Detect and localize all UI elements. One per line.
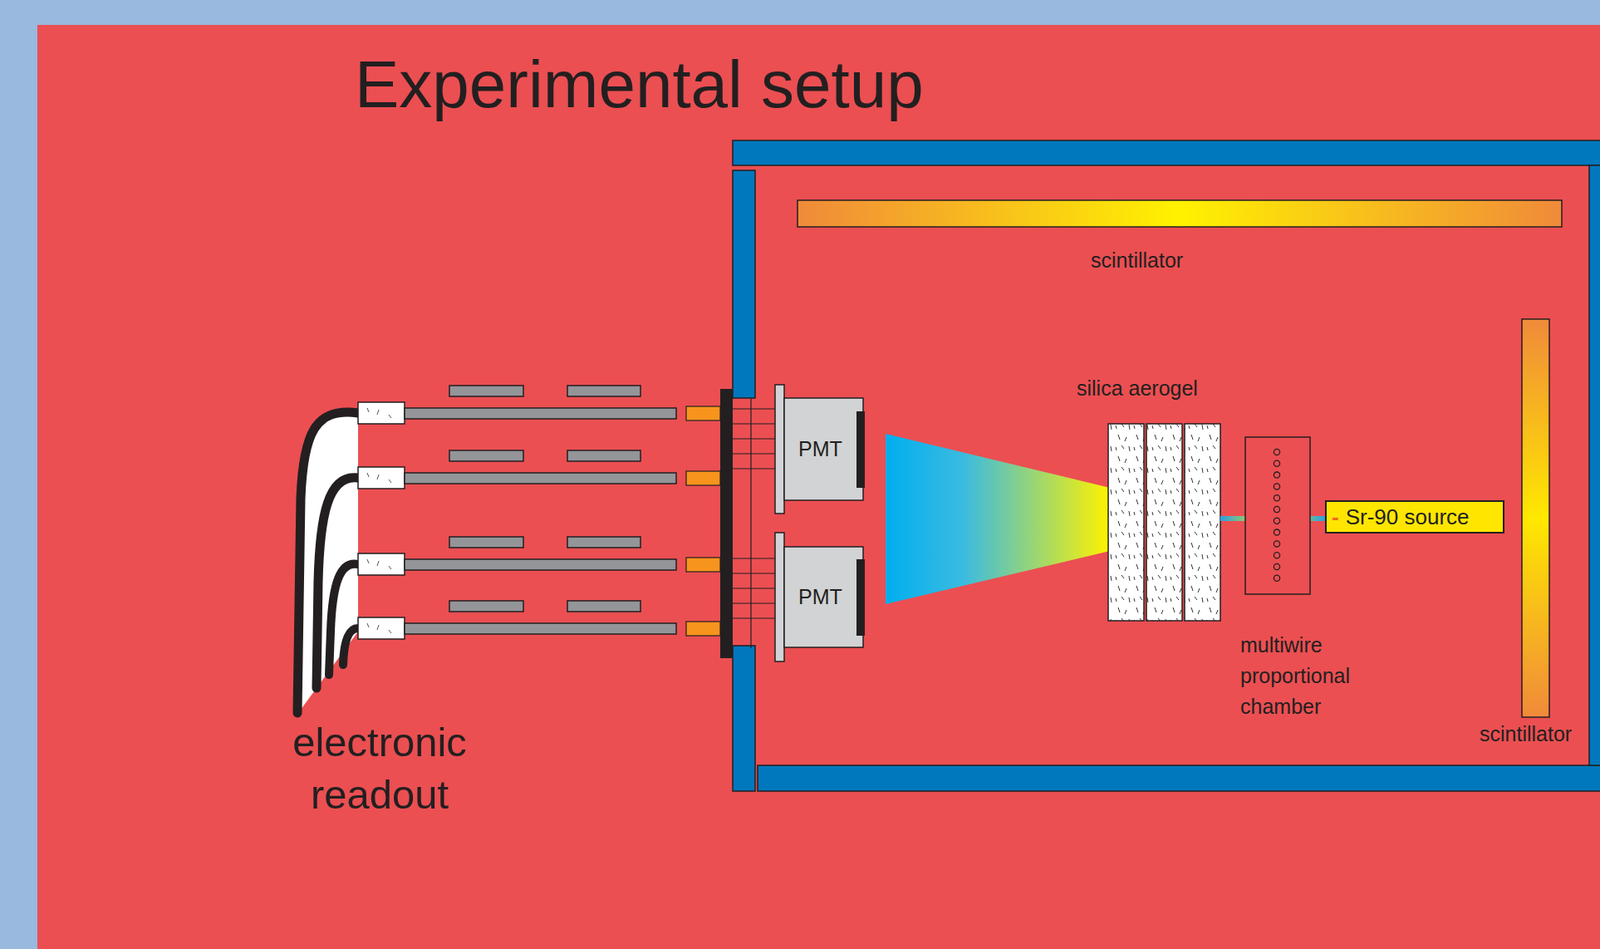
mwpc-wires [1273,448,1280,581]
feedthrough-plug [686,471,721,486]
part-label: scintillator [1090,247,1183,273]
connector-texture [367,623,392,634]
pmt-box: PMT [784,546,857,648]
scintillator-bar [797,200,1562,227]
wire-circle [1273,529,1280,535]
wire-circle [1273,563,1280,570]
feedthrough-plate [720,388,733,658]
pmt-wires [732,398,776,648]
pmt-body [784,546,864,648]
wire-circle [1273,495,1280,501]
electronics-module [449,450,524,462]
electronics-module [449,385,524,397]
aerogel-tile [1108,423,1221,621]
part-label: silica aerogel [1076,375,1198,401]
light-cone [885,433,1110,604]
title: Experimental setup [354,46,924,123]
cable-rod [404,559,677,570]
electronics-module [567,600,641,612]
mwpc-frame [1245,436,1311,594]
wire-circle [1273,448,1280,455]
pmt-window [856,411,865,488]
connector-texture [367,472,392,483]
electronics-module [567,450,641,462]
cable-rod [404,623,677,634]
wire-circle [1273,460,1280,467]
node-text: PMT [798,584,843,609]
connector [358,553,405,575]
connector [358,466,405,489]
electronics-module [449,600,524,612]
readout-connectors [358,385,721,639]
pmt-window [856,559,865,636]
pmt-body [784,397,864,501]
connector-texture [367,407,392,418]
wire-circle [1273,483,1280,490]
part-label: electronic readout [267,716,492,821]
charge-sign: - [1331,504,1340,531]
electronics-module [449,536,524,548]
wire-circle [1273,552,1280,559]
electronics-module [567,385,641,397]
part-label: scintillator [1479,721,1572,747]
node-text: Sr-90 source [1345,504,1470,531]
node-text: PMT [798,436,843,462]
part-label: multiwire proportional chamber [1240,629,1378,722]
feedthrough-plug [686,406,721,421]
wire-circle [1273,574,1280,581]
connector-texture [367,559,392,570]
feedthrough-plug [686,557,721,572]
feedthrough-plug [686,621,721,636]
pmt-flange [775,384,785,662]
wire-circle [1273,471,1280,478]
connector [358,617,405,639]
housing [732,140,1600,791]
connector [358,402,405,424]
pmt-box: PMT [784,397,857,501]
source-box: -Sr-90 source [1325,500,1505,534]
wire-circle [1273,540,1280,547]
readout-cables [295,412,359,717]
electronics-module [567,536,641,548]
wire-circle [1273,517,1280,524]
wire-circle [1273,505,1280,512]
cable-rod [404,472,677,484]
cable-rod [404,407,677,419]
scintillator-bar [1521,319,1550,717]
